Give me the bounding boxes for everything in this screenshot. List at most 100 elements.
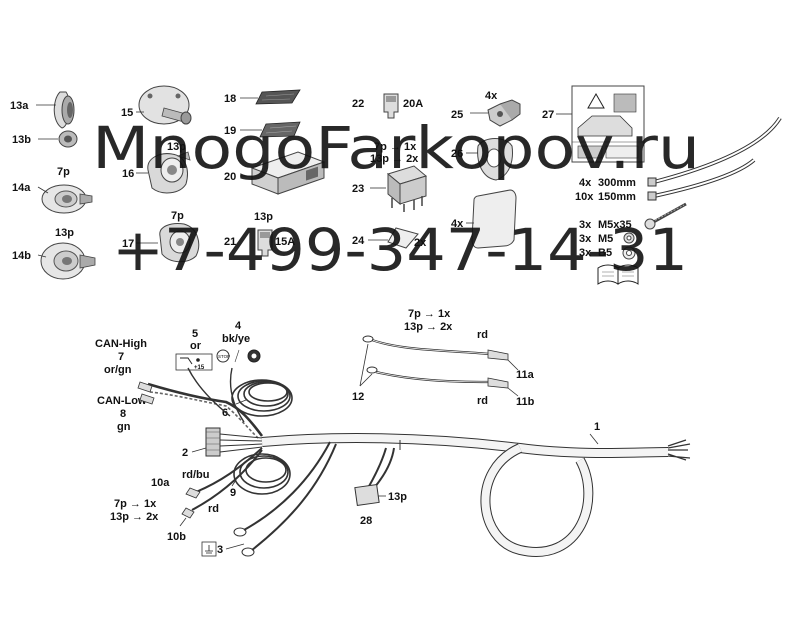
extension-wire-upper — [362, 335, 509, 361]
label-13p-14b: 13p — [55, 227, 74, 239]
label-25: 25 — [451, 109, 463, 121]
part-blank-plate — [471, 189, 517, 249]
label-rd-upper: rd — [477, 329, 488, 341]
label-18: 18 — [224, 93, 236, 105]
label-16: 16 — [122, 168, 134, 180]
tie-length-1: 300mm — [598, 177, 636, 189]
ground-wires-3 — [233, 441, 337, 557]
tie-qty-1: 4x — [579, 177, 592, 189]
label-2: 2 — [182, 447, 188, 459]
label-21: 21 — [224, 236, 236, 248]
label-13p-2x-ext: 13p → 2x — [404, 321, 453, 333]
part-cable-ties — [647, 116, 782, 201]
part-washer — [622, 246, 636, 260]
label-4: 4 — [235, 320, 242, 332]
label-7: 7 — [118, 351, 124, 363]
label-gn: gn — [117, 421, 131, 433]
label-rd-10: rd — [208, 503, 219, 515]
label-bk-ye: bk/ye — [222, 333, 250, 345]
wire-coil-6 — [231, 379, 293, 417]
label-6: 6 — [222, 407, 228, 419]
branch-28-connector — [354, 447, 395, 507]
label-14b: 14b — [12, 250, 31, 262]
label-rd-bu: rd/bu — [182, 469, 210, 481]
label-23: 23 — [352, 183, 364, 195]
part-screw — [644, 202, 687, 230]
part-23-relay — [386, 165, 428, 212]
watermark-site: MnogoFarkopov.ru — [92, 114, 700, 182]
label-24: 24 — [352, 235, 365, 247]
part-22-fuse-20a — [383, 93, 399, 119]
nut-qty: 3x — [579, 233, 592, 245]
label-7p-1x-bottom: 7p → 1x — [114, 498, 157, 510]
label-10b: 10b — [167, 531, 186, 543]
label-can-low: CAN-Low — [97, 395, 147, 407]
label-28: 28 — [360, 515, 372, 527]
extension-wire-lower — [366, 366, 509, 389]
part-20-control-module — [250, 151, 326, 195]
screw-qty: 3x — [579, 219, 592, 231]
part-18-pad — [255, 89, 301, 105]
label-10a: 10a — [151, 477, 170, 489]
washer-size: B5 — [598, 247, 612, 259]
label-or-gn: or/gn — [104, 364, 132, 376]
ignition-plus15-box — [175, 353, 213, 371]
label-2x-24: 2x — [414, 237, 427, 249]
part-13b-grommet — [58, 130, 78, 148]
label-15: 15 — [121, 107, 133, 119]
label-11b: 11b — [516, 396, 535, 408]
label-7p-1x-top: 7p → 1x — [374, 141, 417, 153]
part-15-socket-plate — [138, 85, 192, 125]
label-11a: 11a — [516, 369, 535, 381]
svg-text:STOP: STOP — [218, 354, 230, 359]
label-rd-lower: rd — [477, 395, 488, 407]
watermark-phone: +7-499-347-14-31 — [112, 216, 688, 284]
label-7p-17: 7p — [171, 210, 184, 222]
label-9: 9 — [230, 487, 236, 499]
manual-book-icon — [597, 264, 639, 285]
brake-symbol-icon — [247, 349, 261, 363]
label-1: 1 — [594, 421, 600, 433]
label-8: 8 — [120, 408, 126, 420]
label-13p-28: 13p — [388, 491, 407, 503]
can-twisted-pair — [137, 367, 264, 439]
ground-symbol-icon — [201, 541, 217, 557]
part-19-pad — [259, 121, 301, 138]
part-17-7pin-socket — [159, 223, 200, 263]
part-14b-seal — [40, 242, 96, 280]
part-26-grommet — [477, 138, 513, 181]
label-plus15: +15 — [194, 365, 205, 371]
label-12: 12 — [352, 391, 364, 403]
part-13a-grommet — [53, 91, 75, 129]
washer-qty: 3x — [579, 247, 592, 259]
label-7p-14a: 7p — [57, 166, 70, 178]
part-14a-seal — [41, 184, 93, 214]
part-24-pad — [387, 227, 419, 249]
label-13a: 13a — [10, 100, 29, 112]
label-4x-25: 4x — [485, 90, 498, 102]
wire-coil-9 — [233, 453, 291, 495]
tie-length-2: 150mm — [598, 191, 636, 203]
label-13p-2x-bottom: 13p → 2x — [110, 511, 159, 523]
label-17: 17 — [122, 238, 134, 250]
label-4x-plate: 4x — [451, 218, 464, 230]
label-13p-21: 13p — [254, 211, 273, 223]
tie-qty-2: 10x — [575, 191, 594, 203]
label-13b: 13b — [12, 134, 31, 146]
part-nut — [623, 232, 635, 244]
part-25-clips — [487, 99, 521, 127]
label-5: 5 — [192, 328, 198, 340]
label-3: 3 — [217, 544, 223, 556]
label-27: 27 — [542, 109, 554, 121]
label-19: 19 — [224, 125, 236, 137]
screw-size: M5x35 — [598, 219, 632, 231]
part-27-instruction-sticker — [571, 85, 645, 163]
main-cable-1 — [261, 433, 691, 557]
part-21-fuse-15a — [257, 229, 273, 257]
label-26: 26 — [451, 148, 463, 160]
label-15a: 15A — [275, 236, 295, 248]
label-22: 22 — [352, 98, 364, 110]
label-13p-16: 13p — [167, 141, 186, 153]
connector-2-plug — [205, 427, 263, 457]
